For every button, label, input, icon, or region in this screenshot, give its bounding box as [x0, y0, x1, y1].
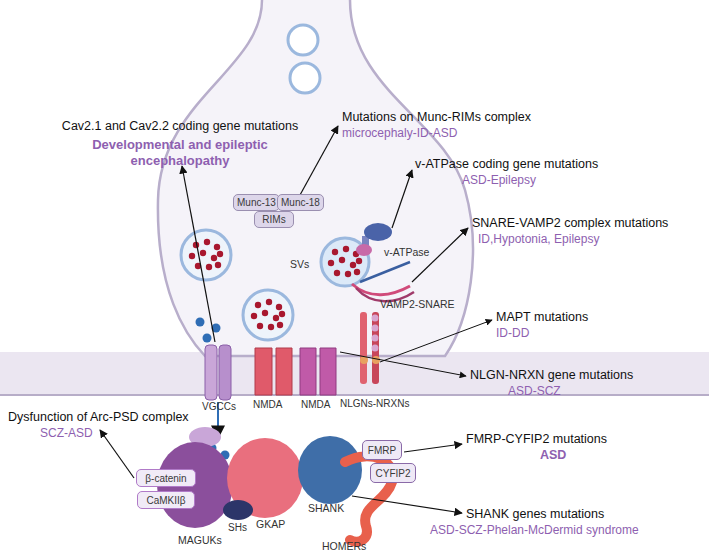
- protein-box: Munc-18: [277, 194, 324, 211]
- structure-label: HOMERs: [322, 540, 366, 553]
- vamp2-strand: [360, 262, 410, 282]
- vgcc-channel: [219, 345, 231, 400]
- nmda-receptor: [300, 348, 336, 395]
- protein-box: CaMKIIβ: [137, 491, 195, 509]
- structure-label: NLGNs-NRXNs: [340, 398, 409, 410]
- structure-label: SVs: [290, 258, 309, 271]
- structure-label: SHs: [228, 522, 247, 534]
- disease-label: SCZ-ASD: [40, 426, 93, 440]
- callout-heading: SHANK genes mutations: [466, 507, 604, 522]
- vgcc-channel: [205, 345, 217, 400]
- rod-bead: [372, 345, 379, 352]
- neurotransmitter-dots: [251, 299, 285, 330]
- protein-name: CYFIP2: [375, 468, 410, 479]
- leader-arrow: [100, 430, 134, 478]
- leader-arrow: [380, 320, 492, 362]
- disease-label: ID-DD: [496, 326, 529, 340]
- protein-name: β-catenin: [145, 473, 186, 484]
- callout-heading: Cav2.1 and Cav2.2 coding gene mutations: [62, 119, 298, 134]
- structure-label: MAGUKs: [178, 534, 222, 547]
- protein-box: FMRP: [362, 440, 402, 460]
- structure-label: GKAP: [256, 518, 285, 531]
- nmda-receptor: [255, 348, 292, 395]
- rod-bead: [372, 335, 379, 342]
- neuroligin-rod: [372, 312, 379, 384]
- shs-blob: [223, 500, 253, 520]
- protein-name: CaMKIIβ: [146, 495, 185, 506]
- rod-bead: [372, 315, 379, 322]
- calcium-ion: [203, 334, 212, 343]
- callout-heading: MAPT mutations: [496, 310, 588, 325]
- structure-label: VAMP2-SNARE: [380, 298, 455, 311]
- calcium-ion: [196, 318, 205, 327]
- empty-vesicle: [290, 63, 320, 93]
- disease-label: ASD: [540, 448, 566, 463]
- leader-arrow: [392, 170, 412, 228]
- structure-label: NMDA: [301, 399, 330, 411]
- leader-arrow: [182, 166, 215, 342]
- disease-label: ID,Hypotonia, Epilepsy: [478, 232, 599, 246]
- protein-name: Munc-13: [237, 197, 276, 208]
- v-atpase-head: [364, 223, 392, 241]
- structure-label: SHANK: [308, 502, 344, 515]
- protein-box: Munc-13: [233, 194, 280, 211]
- callout-heading: v-ATPase coding gene mutations: [415, 157, 598, 172]
- empty-vesicle: [288, 25, 318, 55]
- protein-box: RIMs: [254, 211, 294, 228]
- callout-heading: FMRP-CYFIP2 mutations: [466, 432, 607, 447]
- leader-arrow: [340, 352, 466, 376]
- structure-label: VGCCs: [202, 401, 236, 413]
- disease-label: ASD-SCZ-Phelan-McDermid syndrome: [430, 523, 639, 537]
- neurexin-rod: [360, 312, 367, 384]
- protein-box: CYFIP2: [370, 463, 416, 483]
- disease-label: ASD-Epilepsy: [462, 173, 536, 187]
- structure-label: v-ATPase: [384, 246, 429, 259]
- disease-label: ASD-SCZ: [508, 384, 561, 398]
- protein-box: β-catenin: [136, 469, 196, 487]
- synaptic-vesicle: [181, 230, 231, 280]
- leader-arrow: [352, 496, 462, 513]
- rod-bead: [372, 325, 379, 332]
- disease-label: Developmental and epileptic encephalopat…: [80, 137, 280, 168]
- callout-heading: NLGN-NRXN gene mutations: [470, 368, 633, 383]
- leader-arrow: [404, 444, 462, 452]
- v-atpase-base: [356, 244, 372, 256]
- membrane-band: [0, 352, 709, 395]
- disease-label: microcephaly-ID-ASD: [342, 126, 457, 140]
- membrane-line: [0, 394, 709, 396]
- presynaptic-bouton: [158, 0, 473, 356]
- protein-name: RIMs: [262, 214, 285, 225]
- leader-arrow: [300, 126, 338, 195]
- callout-heading: Mutations on Munc-RIMs complex: [342, 110, 531, 125]
- rod-knob: [372, 356, 380, 364]
- protein-name: FMRP: [368, 445, 396, 456]
- callout-heading: Dysfunction of Arc-PSD complex: [8, 410, 189, 425]
- callout-heading: SNARE-VAMP2 complex mutations: [472, 216, 668, 231]
- structure-label: NMDA: [253, 399, 282, 411]
- shank-blob: [298, 436, 362, 504]
- neurotransmitter-dots: [189, 239, 223, 270]
- synaptic-vesicle: [243, 290, 293, 340]
- protein-name: Munc-18: [281, 197, 320, 208]
